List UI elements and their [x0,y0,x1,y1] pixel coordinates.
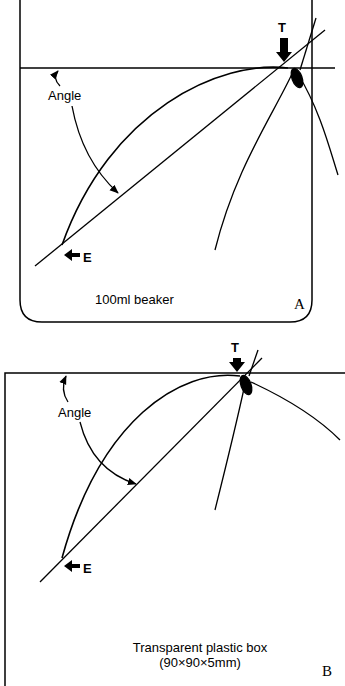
angle-line [35,30,325,266]
e-arrow [64,249,80,261]
t-arrow [229,358,245,372]
angle-label: Angle [48,88,81,103]
seed [238,374,254,396]
t-arrow [276,38,292,62]
root [215,384,245,510]
e-label: E [83,250,92,265]
panel-letter: A [294,297,305,312]
e-arrow [64,560,80,572]
angle-arrow [55,71,60,86]
beaker-outline [20,0,312,322]
shoot [249,350,258,376]
seed [289,67,305,89]
root [298,74,338,175]
angle-label: Angle [58,405,91,420]
root [62,375,240,558]
e-label: E [83,561,92,576]
root [62,67,288,245]
panel-letter: B [322,664,332,679]
root [215,74,292,250]
root [251,382,340,440]
t-label: T [231,340,239,355]
angle-arrow [80,422,136,484]
panel-a [20,0,338,322]
angle-arrow [72,106,118,193]
vessel-label: 100ml beaker [95,292,174,307]
angle-line [40,358,262,582]
t-label: T [278,20,286,35]
vessel-label: Transparent plastic box (90×90×5mm) [100,640,300,670]
box-outline [5,373,345,686]
shoot [300,18,316,70]
angle-arrow [63,376,68,402]
panel-b [5,350,345,686]
